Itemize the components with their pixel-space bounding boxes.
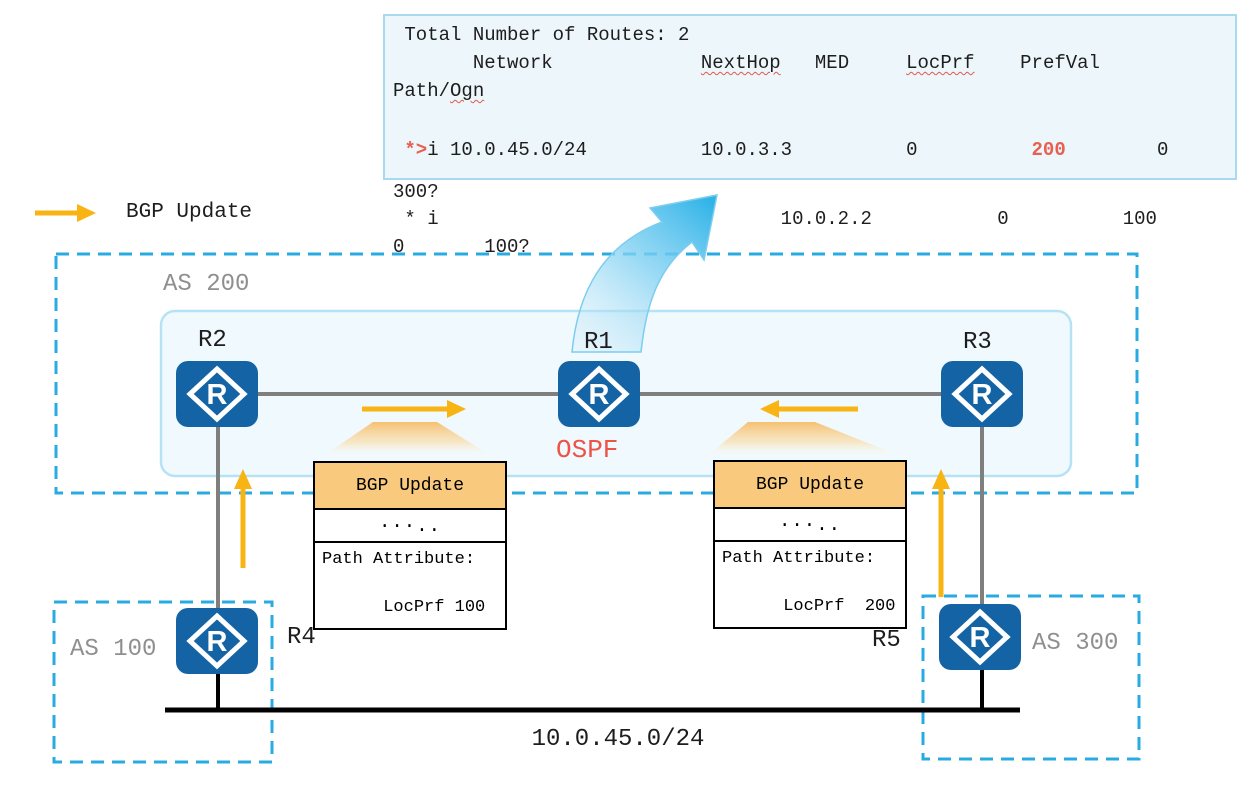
router-r1: R bbox=[557, 360, 641, 428]
table-line: Network NextHop MED LocPrf PrefVal bbox=[393, 52, 1100, 74]
update-arrow-r5-to-r3-icon bbox=[932, 469, 950, 597]
table-line: *>i 10.0.45.0/24 10.0.3.3 0 200 0 bbox=[404, 139, 1169, 161]
bgp-update-packet-left: BGP Update ···.. Path Attribute: LocPrf … bbox=[313, 461, 507, 630]
bgp-update-packet-right: BGP Update ···.. Path Attribute: LocPrf … bbox=[713, 460, 907, 629]
router-icon: R bbox=[558, 361, 640, 427]
lan-network-label: 10.0.45.0/24 bbox=[531, 726, 705, 753]
update-arrow-r3-to-r1-icon bbox=[760, 400, 858, 418]
routing-table-panel bbox=[383, 14, 1237, 180]
update-arrow-r4-to-r2-icon bbox=[234, 469, 252, 568]
router-icon: R bbox=[939, 604, 1021, 670]
router-r2: R bbox=[175, 360, 259, 428]
legend-label: BGP Update bbox=[126, 201, 253, 224]
packet-attr-value: LocPrf 200 bbox=[783, 597, 896, 616]
router-r4-label: R4 bbox=[287, 624, 316, 651]
table-line: Total Number of Routes: 2 bbox=[393, 24, 690, 46]
packet-ellipsis: ···.. bbox=[315, 510, 505, 543]
packet-attr-value: LocPrf 100 bbox=[383, 598, 486, 617]
router-r3-label: R3 bbox=[963, 329, 992, 356]
table-line: * i 10.0.2.2 0 100 bbox=[393, 208, 1157, 230]
packet-attribute: Path Attribute: LocPrf 100 bbox=[315, 543, 505, 628]
router-icon: R bbox=[941, 361, 1023, 427]
packet-attribute: Path Attribute: LocPrf 200 bbox=[715, 542, 905, 627]
router-icon: R bbox=[176, 361, 258, 427]
router-r3: R bbox=[940, 360, 1024, 428]
packet-ellipsis: ···.. bbox=[715, 509, 905, 542]
table-line: 300? bbox=[393, 181, 439, 203]
svg-text:R: R bbox=[972, 379, 993, 411]
svg-text:R: R bbox=[207, 626, 228, 658]
router-r4: R bbox=[175, 607, 259, 675]
packet-header: BGP Update bbox=[715, 462, 905, 509]
svg-text:R: R bbox=[970, 622, 991, 654]
router-r5-label: R5 bbox=[872, 627, 901, 654]
ospf-label: OSPF bbox=[556, 435, 619, 465]
left-update-beam bbox=[322, 422, 493, 457]
as300-label: AS 300 bbox=[1032, 630, 1119, 657]
packet-attr-title: Path Attribute: bbox=[722, 549, 876, 568]
as100-label: AS 100 bbox=[70, 636, 157, 663]
right-update-beam bbox=[706, 422, 903, 457]
table-line: Path/Ogn bbox=[393, 80, 485, 102]
router-icon: R bbox=[176, 608, 258, 674]
update-arrow-r2-to-r1-icon bbox=[362, 400, 466, 418]
as200-label: AS 200 bbox=[163, 271, 250, 298]
router-r1-label: R1 bbox=[584, 329, 613, 356]
svg-text:R: R bbox=[207, 379, 228, 411]
router-r5: R bbox=[938, 603, 1022, 671]
table-line: 0 100? bbox=[393, 236, 530, 258]
svg-text:R: R bbox=[589, 379, 610, 411]
router-r2-label: R2 bbox=[198, 327, 227, 354]
packet-attr-title: Path Attribute: bbox=[322, 550, 476, 569]
legend-arrow-icon bbox=[35, 204, 96, 222]
packet-header: BGP Update bbox=[315, 463, 505, 510]
